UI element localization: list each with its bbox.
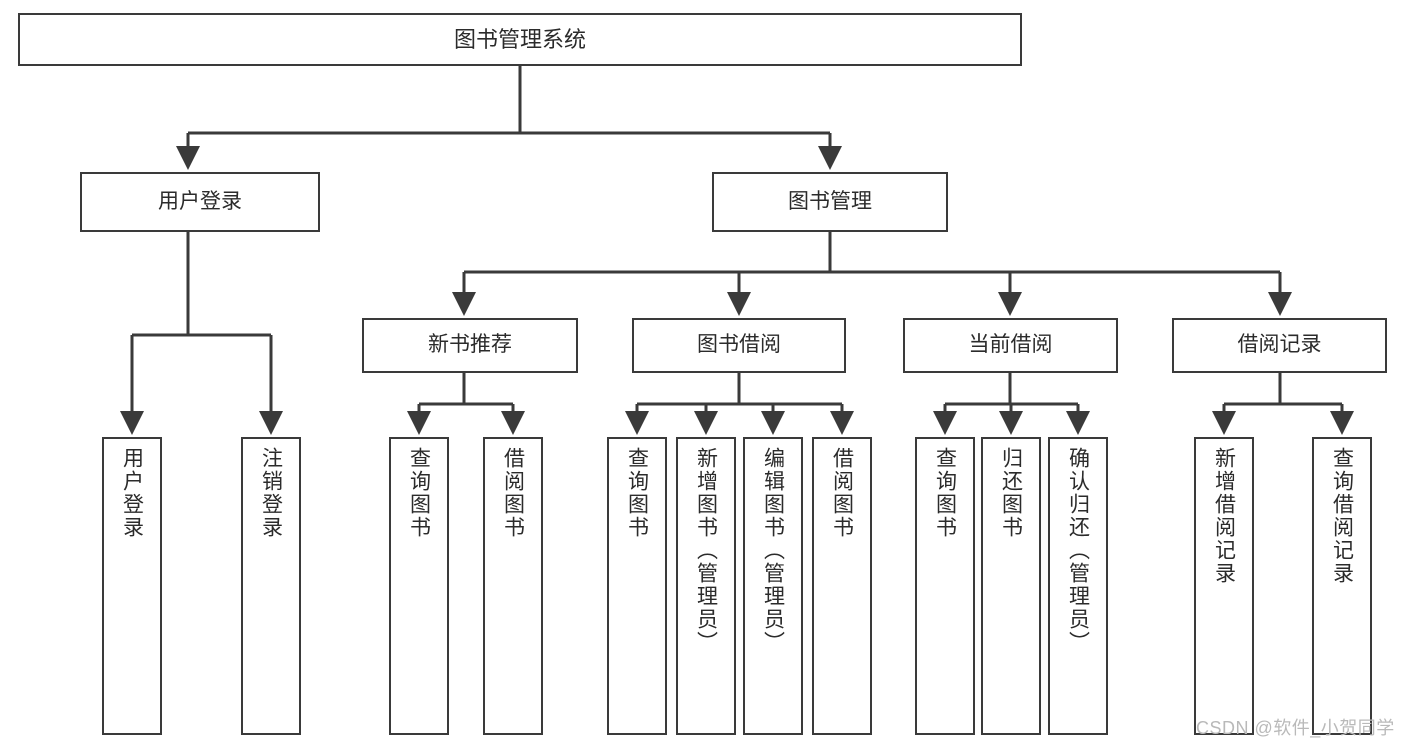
node-leaf-6[interactable]: 新增图书（管理员） [676,437,736,735]
node-leaf-9-label: 查询图书 [933,447,957,539]
node-user-login[interactable]: 用户登录 [80,172,320,232]
node-book-manage-label: 图书管理 [788,189,872,213]
node-leaf-4[interactable]: 借阅图书 [483,437,543,735]
node-borrow-record[interactable]: 借阅记录 [1172,318,1387,373]
node-leaf-11[interactable]: 确认归还（管理员） [1048,437,1108,735]
node-leaf-10[interactable]: 归还图书 [981,437,1041,735]
node-leaf-12[interactable]: 新增借阅记录 [1194,437,1254,735]
node-leaf-2[interactable]: 注销登录 [241,437,301,735]
node-leaf-10-label: 归还图书 [999,447,1023,539]
node-new-book-rec[interactable]: 新书推荐 [362,318,578,373]
node-borrow-record-label: 借阅记录 [1237,333,1322,357]
node-book-manage[interactable]: 图书管理 [712,172,948,232]
node-book-borrow-label: 图书借阅 [697,333,781,357]
node-current-borrow[interactable]: 当前借阅 [903,318,1118,373]
node-root-label: 图书管理系统 [453,26,586,52]
node-user-login-label: 用户登录 [158,189,242,213]
node-leaf-2-label: 注销登录 [259,447,283,539]
node-leaf-4-label: 借阅图书 [501,447,525,539]
node-leaf-13-label: 查询借阅记录 [1330,447,1354,585]
node-book-borrow[interactable]: 图书借阅 [632,318,846,373]
node-leaf-9[interactable]: 查询图书 [915,437,975,735]
node-leaf-7-label: 编辑图书（管理员） [761,447,785,654]
node-leaf-3[interactable]: 查询图书 [389,437,449,735]
node-leaf-11-label: 确认归还（管理员） [1066,447,1090,654]
node-leaf-1[interactable]: 用户登录 [102,437,162,735]
node-leaf-5-label: 查询图书 [625,447,649,539]
node-leaf-7[interactable]: 编辑图书（管理员） [743,437,803,735]
node-new-book-rec-label: 新书推荐 [428,333,512,357]
node-leaf-5[interactable]: 查询图书 [607,437,667,735]
node-leaf-6-label: 新增图书（管理员） [694,447,718,654]
node-root[interactable]: 图书管理系统 [18,13,1022,66]
node-leaf-1-label: 用户登录 [120,447,144,539]
node-leaf-12-label: 新增借阅记录 [1212,447,1236,585]
node-leaf-13[interactable]: 查询借阅记录 [1312,437,1372,735]
node-leaf-8-label: 借阅图书 [830,447,854,539]
node-current-borrow-label: 当前借阅 [968,333,1053,357]
watermark-text: CSDN @软件_小贺同学 [1196,718,1395,738]
node-leaf-8[interactable]: 借阅图书 [812,437,872,735]
node-leaf-3-label: 查询图书 [407,447,431,539]
